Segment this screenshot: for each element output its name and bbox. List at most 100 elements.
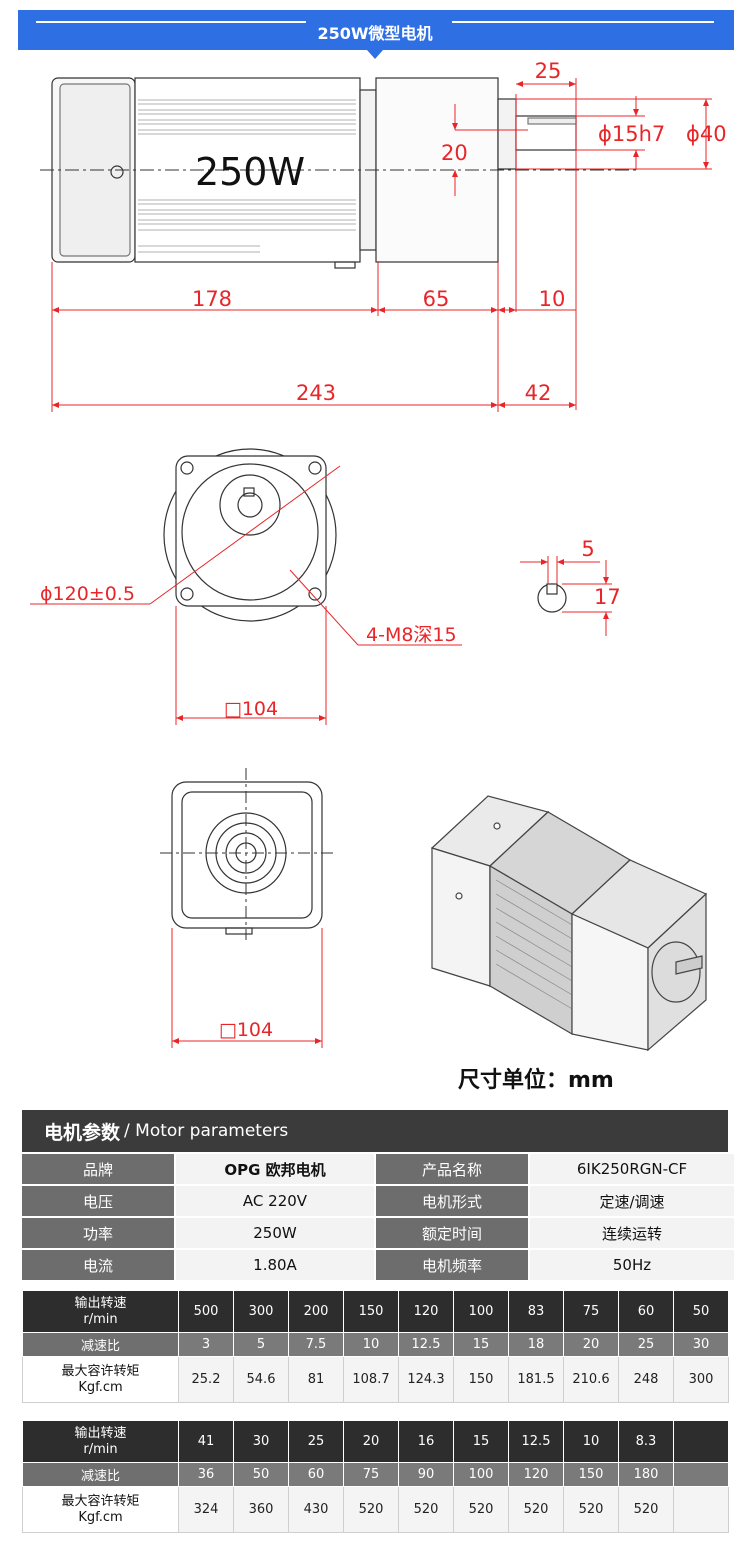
torque-cell: 520 bbox=[508, 1486, 564, 1533]
banner-line-left bbox=[36, 21, 306, 23]
dim-boss-length: 10 bbox=[539, 287, 566, 311]
speed-label: 输出转速 bbox=[74, 1425, 127, 1441]
speed-unit: r/min bbox=[83, 1441, 118, 1457]
speed-cell: 300 bbox=[233, 1290, 289, 1333]
torque-cell: 520 bbox=[398, 1486, 454, 1533]
ratio-cell: 75 bbox=[343, 1462, 399, 1487]
side-view bbox=[51, 77, 577, 269]
ratio-cell: 36 bbox=[178, 1462, 234, 1487]
speed-cell: 8.3 bbox=[618, 1420, 674, 1463]
param-value: 1.80A bbox=[176, 1250, 374, 1280]
param-label: 功率 bbox=[22, 1218, 174, 1248]
param-value: 250W bbox=[176, 1218, 374, 1248]
torque-cell: 360 bbox=[233, 1486, 289, 1533]
speed-cell: 20 bbox=[343, 1420, 399, 1463]
banner-line-right bbox=[452, 21, 714, 23]
dim-shaft-total: 42 bbox=[525, 381, 552, 405]
torque-cell: 54.6 bbox=[233, 1356, 289, 1403]
speed-cell: 500 bbox=[178, 1290, 234, 1333]
dim-boss-dia: ϕ40 bbox=[686, 122, 727, 146]
speed-cell: 200 bbox=[288, 1290, 344, 1333]
torque-label: 最大容许转矩 bbox=[61, 1493, 140, 1509]
side-dimensions bbox=[51, 78, 712, 412]
param-label: 品牌 bbox=[22, 1154, 174, 1184]
torque-cell: 520 bbox=[343, 1486, 399, 1533]
unit-note: 尺寸单位：mm bbox=[458, 1068, 614, 1093]
dim-body-length: 178 bbox=[192, 287, 232, 311]
param-value: AC 220V bbox=[176, 1186, 374, 1216]
torque-cell: 81 bbox=[288, 1356, 344, 1403]
ratio-cell: 15 bbox=[453, 1332, 509, 1357]
torque-cell: 300 bbox=[673, 1356, 729, 1403]
speed-cell: 25 bbox=[288, 1420, 344, 1463]
param-value: 6IK250RGN-CF bbox=[530, 1154, 734, 1184]
torque-cell: 150 bbox=[453, 1356, 509, 1403]
dim-shaft-length: 25 bbox=[535, 59, 562, 83]
speed-cell: 60 bbox=[618, 1290, 674, 1333]
front-dimensions bbox=[30, 465, 462, 725]
technical-drawing: 250W 25 ϕ15h7 ϕ40 20 178 65 10 243 42 bbox=[30, 59, 727, 1052]
banner-pointer bbox=[367, 50, 383, 59]
torque-cell: 108.7 bbox=[343, 1356, 399, 1403]
params-title-cn: 电机参数 bbox=[44, 1121, 121, 1144]
param-label: 产品名称 bbox=[376, 1154, 528, 1184]
motor-params-table: 电机参数 / Motor parameters 品牌 OPG 欧邦电机 产品名称… bbox=[22, 1110, 734, 1280]
speed-cell bbox=[673, 1420, 729, 1463]
rear-dimensions bbox=[171, 928, 323, 1048]
param-label: 电流 bbox=[22, 1250, 174, 1280]
speed-label: 输出转速 bbox=[74, 1295, 127, 1311]
ratio-cell: 150 bbox=[563, 1462, 619, 1487]
torque-unit: Kgf.cm bbox=[78, 1379, 123, 1395]
speed-cell: 120 bbox=[398, 1290, 454, 1333]
torque-cell bbox=[673, 1486, 729, 1533]
dim-circle-dia: ϕ120±0.5 bbox=[40, 583, 135, 605]
dim-rear-square: □104 bbox=[219, 1019, 273, 1041]
dim-shaft-dia: ϕ15h7 bbox=[598, 122, 665, 146]
rear-centerlines bbox=[160, 768, 334, 940]
torque-cell: 124.3 bbox=[398, 1356, 454, 1403]
speed-cell: 41 bbox=[178, 1420, 234, 1463]
ratio-cell: 90 bbox=[398, 1462, 454, 1487]
banner-title: 250W微型电机 bbox=[0, 20, 750, 44]
ratio-cell: 50 bbox=[233, 1462, 289, 1487]
dim-mount-holes: 4-M8深15 bbox=[366, 624, 457, 646]
params-grid: 品牌 OPG 欧邦电机 产品名称 6IK250RGN-CF 电压 AC 220V… bbox=[22, 1154, 734, 1280]
torque-cell: 520 bbox=[453, 1486, 509, 1533]
ratio-cell: 30 bbox=[673, 1332, 729, 1357]
speed-cell: 16 bbox=[398, 1420, 454, 1463]
ratio-cell: 60 bbox=[288, 1462, 344, 1487]
speed-cell: 12.5 bbox=[508, 1420, 564, 1463]
speed-cell: 83 bbox=[508, 1290, 564, 1333]
ratio-cell: 100 bbox=[453, 1462, 509, 1487]
dim-key-offset: 20 bbox=[441, 141, 468, 165]
front-view bbox=[163, 448, 337, 622]
param-value: 50Hz bbox=[530, 1250, 734, 1280]
ratio-cell: 5 bbox=[233, 1332, 289, 1357]
dim-key-width: 5 bbox=[581, 537, 594, 561]
speed-cell: 50 bbox=[673, 1290, 729, 1333]
param-value: 定速/调速 bbox=[530, 1186, 734, 1216]
banner-title-text: 250W微型电机 bbox=[307, 24, 443, 43]
ratio-cell: 180 bbox=[618, 1462, 674, 1487]
dim-total-length: 243 bbox=[296, 381, 336, 405]
ratio-cell: 25 bbox=[618, 1332, 674, 1357]
params-title-en: / Motor parameters bbox=[124, 1121, 289, 1141]
ratio-cell: 20 bbox=[563, 1332, 619, 1357]
speed-cell: 150 bbox=[343, 1290, 399, 1333]
ratio-cell: 3 bbox=[178, 1332, 234, 1357]
dim-front-square: □104 bbox=[224, 698, 278, 720]
speed-cell: 30 bbox=[233, 1420, 289, 1463]
param-label: 额定时间 bbox=[376, 1218, 528, 1248]
torque-cell: 520 bbox=[618, 1486, 674, 1533]
speed-cell: 75 bbox=[563, 1290, 619, 1333]
torque-cell: 181.5 bbox=[508, 1356, 564, 1403]
speed-unit: r/min bbox=[83, 1311, 118, 1327]
param-label: 电压 bbox=[22, 1186, 174, 1216]
torque-cell: 520 bbox=[563, 1486, 619, 1533]
torque-label: 最大容许转矩 bbox=[61, 1363, 140, 1379]
